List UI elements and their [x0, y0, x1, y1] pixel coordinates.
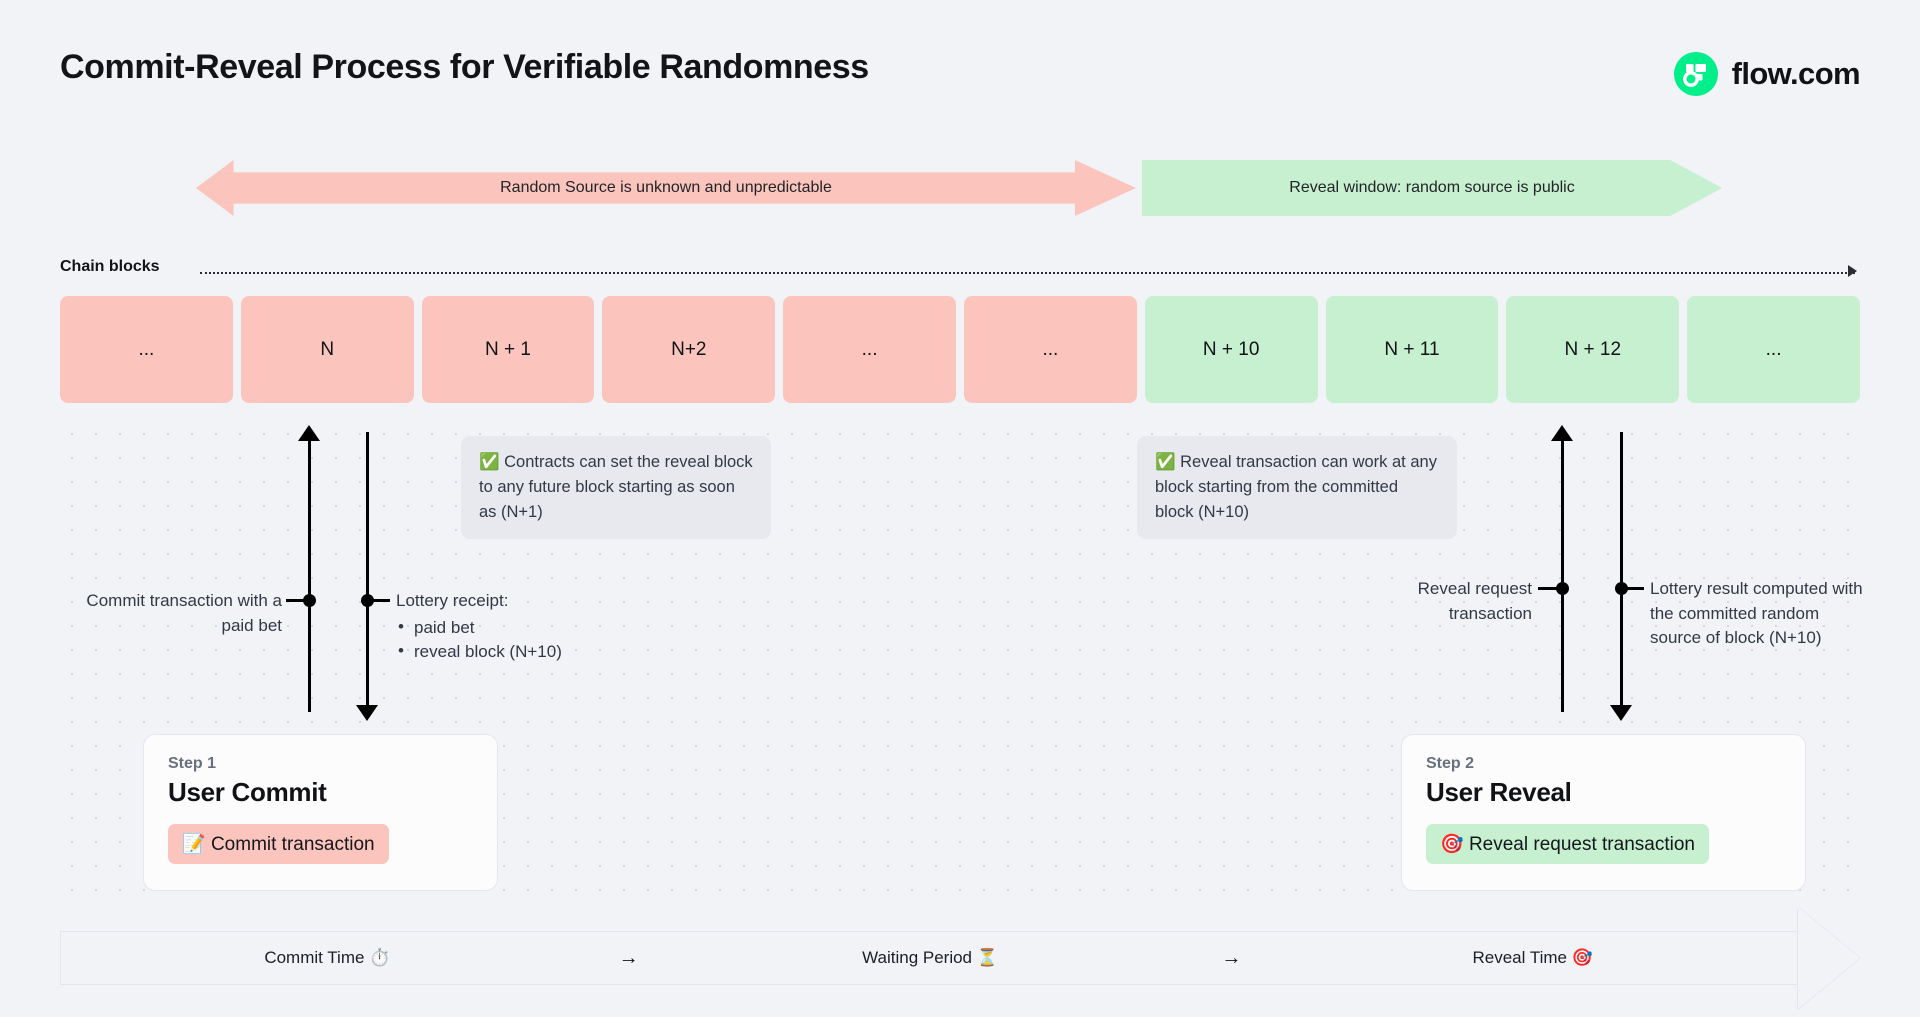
chain-blocks-label: Chain blocks: [60, 258, 160, 275]
chain-block[interactable]: ...: [783, 296, 956, 403]
timeline-segment-waiting: Waiting Period ⏳: [862, 948, 998, 967]
banner-unknown-label: Random Source is unknown and unpredictab…: [500, 179, 832, 196]
chain-block[interactable]: N + 12: [1506, 296, 1680, 403]
chain-rail-arrow-icon: [1848, 265, 1857, 277]
chain-block-row: ... N N + 1 N+2 ... ... N + 10 N + 11 N …: [60, 296, 1860, 403]
annotation-lottery-receipt: Lottery receipt: paid bet reveal block (…: [396, 589, 656, 665]
step-title: User Reveal: [1426, 777, 1572, 807]
reveal-request-arrow-up-icon: [1551, 425, 1573, 441]
annotation-commit-transaction: Commit transaction with a paid bet: [86, 591, 282, 635]
commit-leader-line: [286, 599, 310, 602]
receipt-arrow-down-icon: [356, 705, 378, 721]
page-title: Commit-Reveal Process for Verifiable Ran…: [60, 48, 869, 86]
check-icon: ✅: [479, 453, 500, 471]
lottery-result-marker-line: [1620, 432, 1623, 712]
chain-block[interactable]: N+2: [602, 296, 776, 403]
timeline-arrow-icon: →: [1221, 946, 1242, 969]
timeline-segment-reveal: Reveal Time 🎯: [1472, 948, 1593, 967]
chain-block[interactable]: ...: [963, 296, 1137, 403]
chain-rail-line: [200, 272, 1855, 274]
banner-unknown-phase: Random Source is unknown and unpredictab…: [196, 160, 1136, 216]
lottery-receipt-title: Lottery receipt:: [396, 591, 509, 610]
brand-logo: flow.com: [1673, 52, 1861, 96]
reveal-request-marker-node: [1556, 582, 1569, 595]
commit-marker-line: [308, 432, 311, 712]
banner-reveal-window: Reveal window: random source is public: [1142, 160, 1722, 216]
memo-icon: 📝: [182, 834, 206, 855]
bottom-timeline-bar: Commit Time ⏱️ → Waiting Period ⏳ → Reve…: [60, 931, 1800, 985]
chain-block[interactable]: N + 1: [421, 296, 595, 403]
timeline-segment-commit: Commit Time ⏱️: [264, 948, 391, 967]
step-pill-label: Reveal request transaction: [1468, 834, 1695, 855]
timeline-arrow-head-icon: [1798, 907, 1860, 1009]
logo-text: flow.com: [1731, 56, 1861, 91]
chain-block[interactable]: ...: [1687, 296, 1860, 403]
flow-logo-icon: [1673, 52, 1718, 96]
step-card-user-commit[interactable]: Step 1 User Commit 📝 Commit transaction: [143, 734, 498, 891]
step-pill-commit-transaction[interactable]: 📝 Commit transaction: [168, 824, 389, 864]
lottery-receipt-list: paid bet reveal block (N+10): [396, 615, 656, 665]
callout-one-text: Contracts can set the reveal block to an…: [479, 453, 753, 522]
receipt-marker-line: [366, 432, 369, 712]
reveal-request-leader-line: [1538, 587, 1562, 590]
step-label: Step 2: [1426, 755, 1475, 772]
step-title: User Commit: [168, 777, 327, 807]
check-icon: ✅: [1155, 453, 1176, 471]
lottery-result-leader-line: [1620, 587, 1644, 590]
step-card-user-reveal[interactable]: Step 2 User Reveal 🎯 Reveal request tran…: [1401, 734, 1806, 891]
chain-block[interactable]: N + 11: [1325, 296, 1499, 403]
timeline-arrow-icon: →: [618, 946, 639, 969]
step-label: Step 1: [168, 755, 217, 772]
commit-arrow-up-icon: [298, 425, 320, 441]
callout-two-text: Reveal transaction can work at any block…: [1155, 453, 1437, 522]
chain-block[interactable]: N + 10: [1144, 296, 1318, 403]
chain-block[interactable]: ...: [60, 296, 233, 403]
callout-contracts-reveal-block: ✅ Contracts can set the reveal block to …: [461, 436, 771, 540]
callout-reveal-transaction-window: ✅ Reveal transaction can work at any blo…: [1137, 436, 1457, 540]
lottery-result-arrow-down-icon: [1610, 705, 1632, 721]
annotation-lottery-result: Lottery result computed with the committ…: [1650, 579, 1863, 648]
annotation-reveal-request: Reveal request transaction: [1417, 579, 1532, 623]
target-icon: 🎯: [1440, 834, 1464, 855]
step-pill-reveal-request-transaction[interactable]: 🎯 Reveal request transaction: [1426, 824, 1709, 864]
banner-reveal-label: Reveal window: random source is public: [1289, 179, 1575, 196]
step-pill-label: Commit transaction: [210, 834, 375, 855]
receipt-leader-line: [366, 599, 390, 602]
list-item: reveal block (N+10): [396, 639, 656, 665]
list-item: paid bet: [396, 615, 656, 641]
reveal-request-marker-line: [1561, 432, 1564, 712]
chain-block[interactable]: N: [240, 296, 414, 403]
